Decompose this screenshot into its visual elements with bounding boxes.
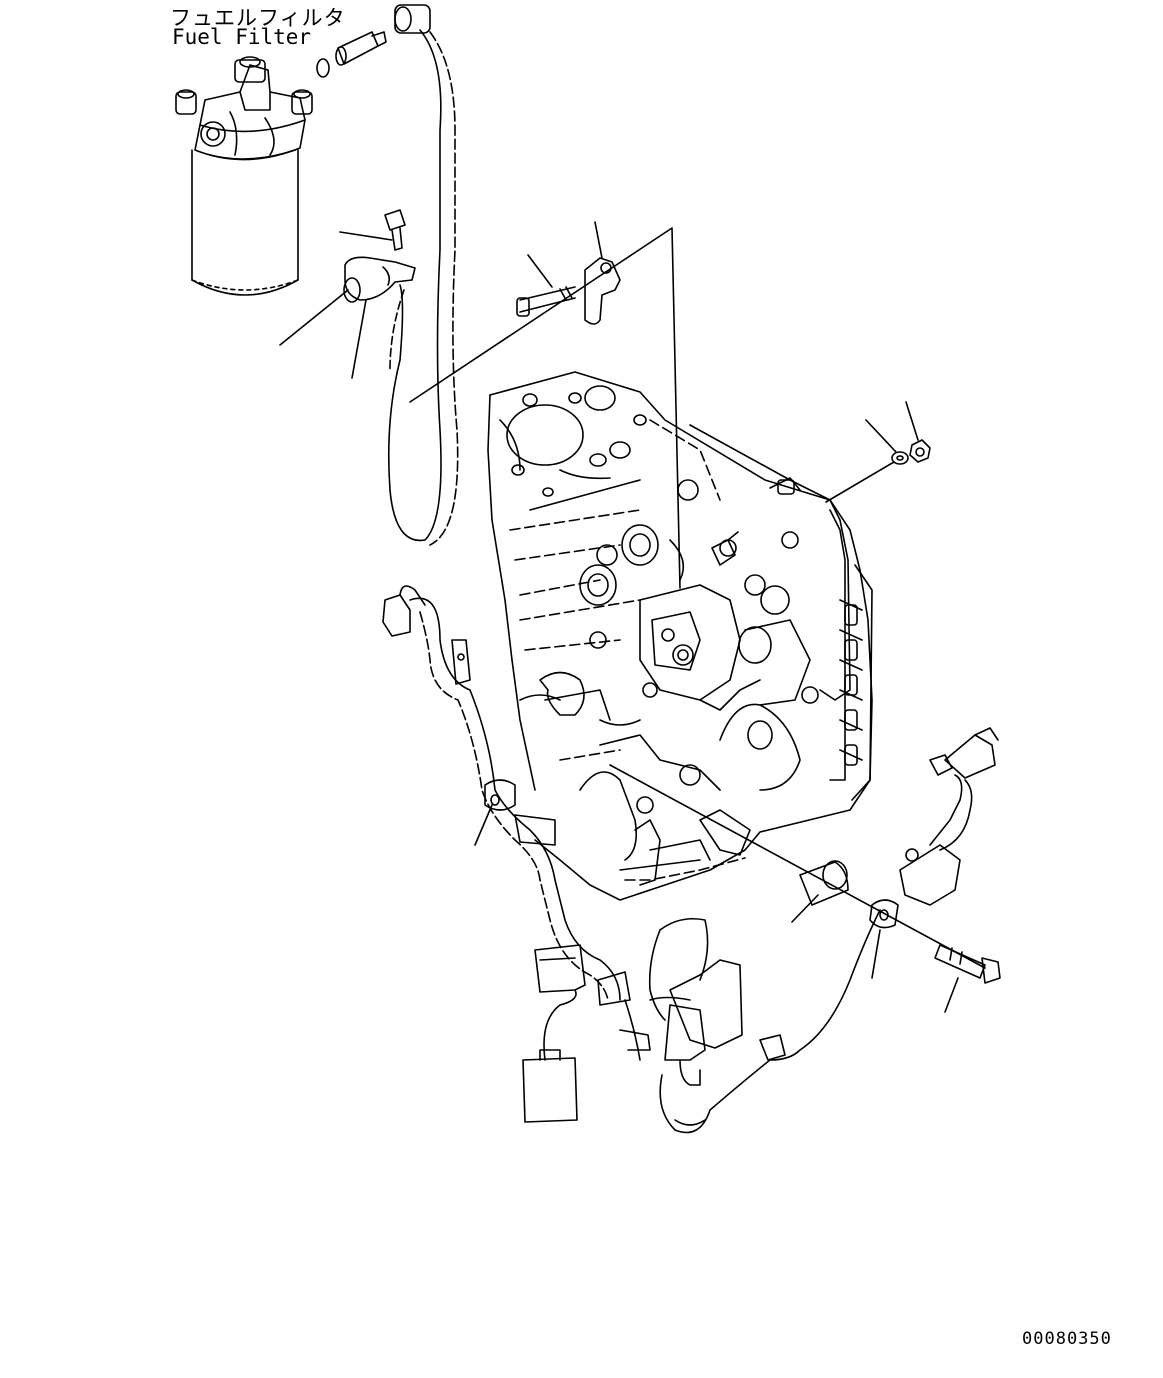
bracket	[517, 258, 620, 324]
fuel-fitting	[317, 32, 386, 77]
bolt-2	[935, 945, 1000, 983]
spacer-collar	[800, 861, 848, 905]
drawing-number: 00080350	[1022, 1329, 1112, 1349]
engine-block	[488, 372, 872, 900]
bolt-1	[385, 210, 405, 250]
fuel-filter	[176, 57, 312, 295]
fuel-hose	[389, 5, 458, 545]
hose-clamp	[344, 257, 415, 302]
washer-nut	[892, 440, 930, 464]
fuel-filter-label-en: Fuel Filter	[172, 25, 312, 49]
sensor	[712, 532, 738, 565]
wiring-harness	[383, 586, 998, 1133]
fuel-filter-label-jp: フュエルフィルタ	[170, 6, 346, 30]
